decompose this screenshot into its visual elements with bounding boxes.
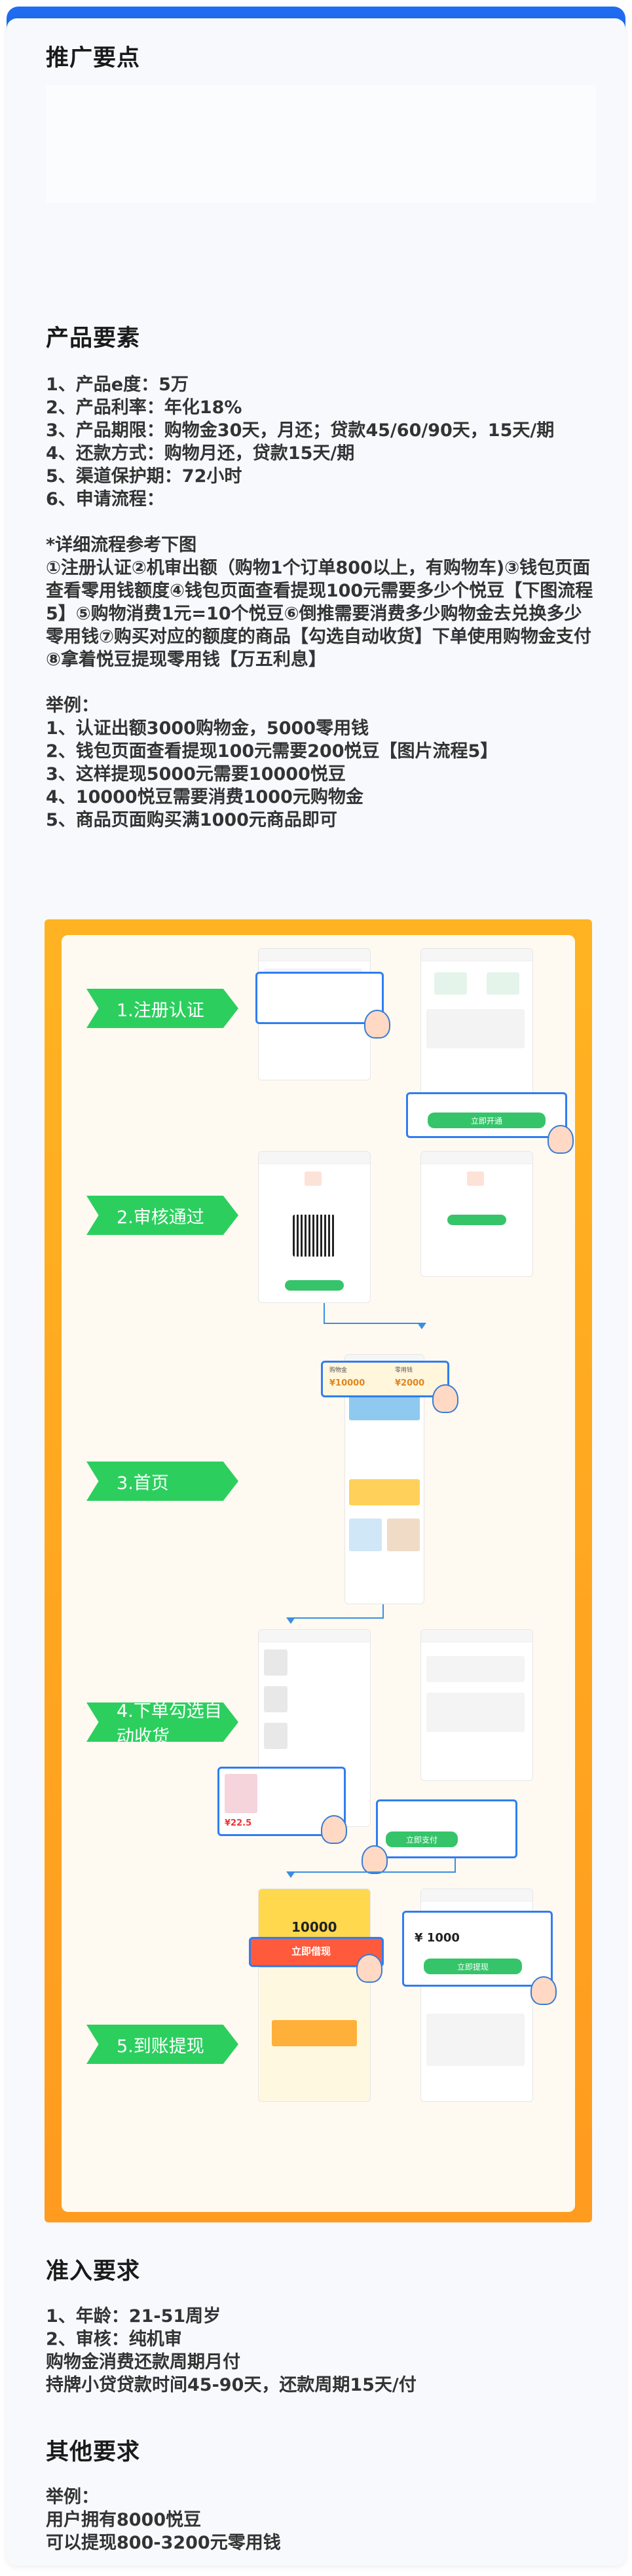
step-4-label: 4.下单勾选自动收货: [86, 1702, 238, 1742]
pay-callout: 立即支付: [376, 1799, 517, 1858]
hand-icon: [364, 1010, 390, 1039]
step-1-label: 1.注册认证: [86, 989, 238, 1028]
order-phone: [258, 1629, 371, 1827]
step-2-label: 2.审核通过: [86, 1196, 238, 1235]
promo-heading: 推广要点: [46, 45, 141, 71]
auth-phone: [420, 948, 533, 1100]
withdraw-callout: ¥ 1000 立即提现: [402, 1911, 553, 1987]
review-phone: [258, 1151, 371, 1303]
wallet-callout: 立即借现: [249, 1937, 384, 1967]
step-5-label: 5.到账提现: [86, 2025, 238, 2064]
flow-illustration: 1.注册认证 立即开通 2.审核通过: [45, 919, 592, 2222]
other-heading: 其他要求: [46, 2439, 141, 2465]
wallet-phone: 10000: [258, 1888, 371, 2102]
promo-blank-area: [46, 85, 596, 203]
pay-button[interactable]: 立即支付: [386, 1831, 458, 1847]
hand-icon: [530, 1976, 557, 2005]
checkout-phone: [420, 1629, 533, 1781]
approved-phone: [420, 1151, 533, 1277]
withdraw-button[interactable]: 立即提现: [424, 1959, 522, 1974]
access-text: 1、年龄：21-51周岁 2、审核：纯机审 购物金消费还款周期月付 持牌小贷贷款…: [46, 2306, 417, 2395]
flow-panel: 1.注册认证 立即开通 2.审核通过: [62, 935, 575, 2212]
hand-icon: [432, 1384, 458, 1413]
hand-icon: [321, 1815, 347, 1844]
access-heading: 准入要求: [46, 2258, 141, 2285]
home-balance-callout: 购物金 零用钱 ¥10000 ¥2000: [321, 1361, 449, 1397]
submit-button[interactable]: 立即开通: [428, 1113, 546, 1128]
hand-icon: [356, 1954, 382, 1983]
product-text: 1、产品e度：5万 2、产品利率：年化18% 3、产品期限：购物金30天，月还；…: [46, 375, 593, 830]
hand-icon: [548, 1125, 574, 1154]
register-callout: [255, 972, 384, 1024]
wallet-button[interactable]: 立即借现: [291, 1945, 331, 1957]
product-heading: 产品要素: [46, 325, 141, 352]
submit-callout: 立即开通: [406, 1092, 567, 1138]
step-3-label: 3.首页: [86, 1462, 238, 1501]
other-text: 举例： 用户拥有8000悦豆 可以提现800-3200元零用钱: [46, 2487, 281, 2553]
hand-icon: [362, 1845, 388, 1874]
